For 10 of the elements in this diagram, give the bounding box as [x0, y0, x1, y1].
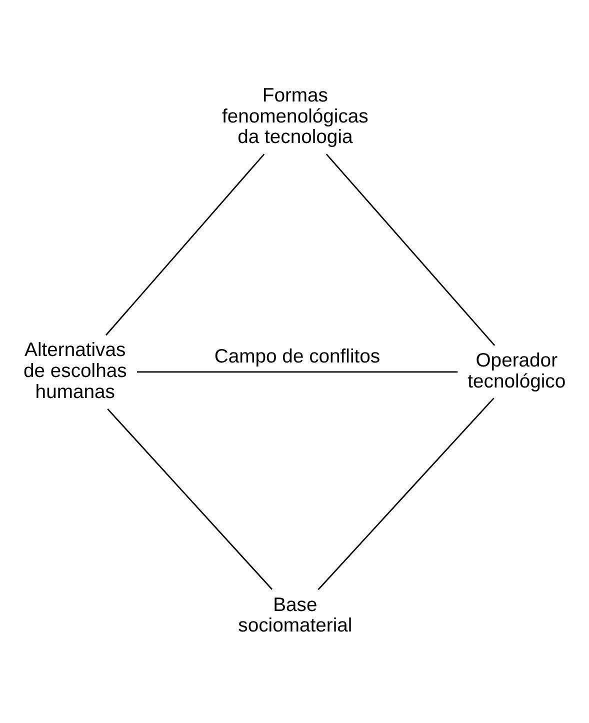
connector: [318, 398, 494, 590]
connector: [326, 154, 496, 346]
node-text: Operador tecnológico: [468, 350, 566, 392]
connector: [136, 371, 458, 373]
node-text: Alternativas de escolhas humanas: [23, 339, 127, 403]
connector: [106, 154, 265, 336]
edge-label: Campo de conflitos: [214, 345, 380, 368]
connector: [107, 408, 273, 590]
node-text: Formas fenomenológicas da tecnologia: [222, 84, 368, 148]
node-text: Base sociomaterial: [238, 594, 352, 637]
